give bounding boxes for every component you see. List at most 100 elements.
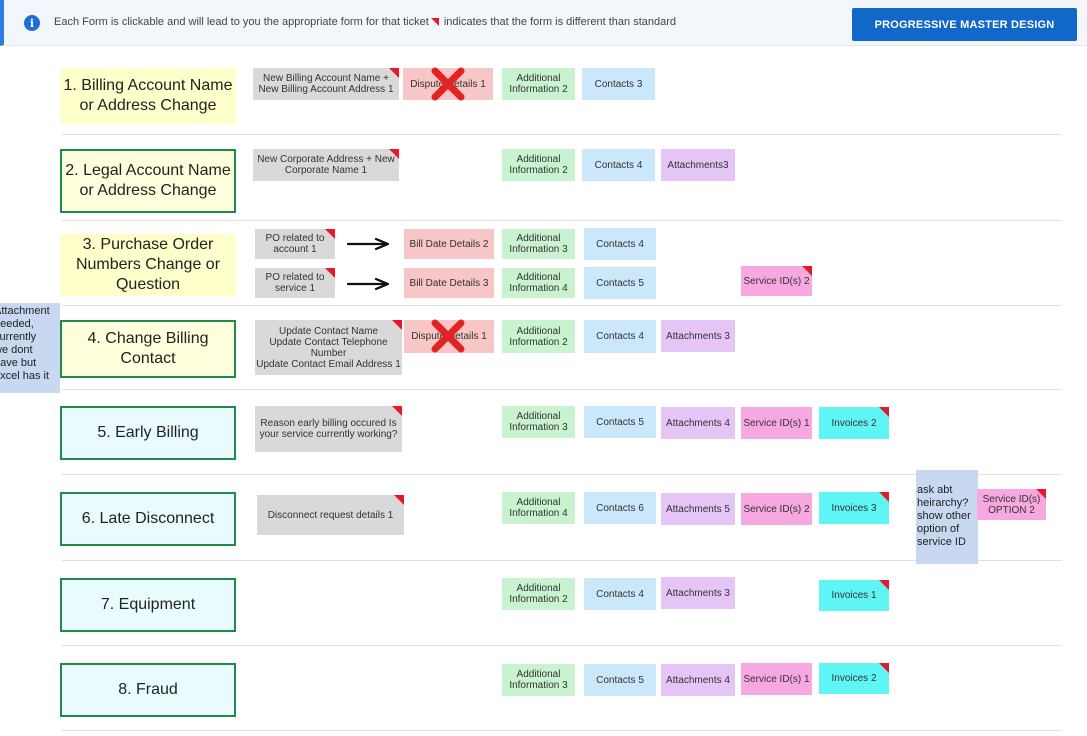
form-attachments[interactable]: Attachments 3 <box>661 320 735 352</box>
form-label: Attachments 3 <box>666 330 730 342</box>
form-invoices[interactable]: Invoices 2 <box>819 407 889 439</box>
form-reason-early-billing[interactable]: Reason early billing occured Is your ser… <box>255 406 402 452</box>
category-equipment[interactable]: 7. Equipment <box>60 578 236 632</box>
form-contacts[interactable]: Contacts 4 <box>584 578 656 610</box>
form-disconnect-request-details[interactable]: Disconnect request details 1 <box>257 495 404 535</box>
form-bill-date-details[interactable]: Bill Date Details 2 <box>404 229 494 259</box>
form-contacts[interactable]: Contacts 4 <box>582 149 655 181</box>
form-new-billing-account[interactable]: New Billing Account Name + New Billing A… <box>253 68 399 100</box>
form-bill-date-details[interactable]: Bill Date Details 3 <box>404 268 494 298</box>
red-flag-icon <box>394 495 404 505</box>
form-additional-information[interactable]: Additional Information 2 <box>502 578 575 610</box>
red-flag-icon <box>392 406 402 416</box>
form-invoices[interactable]: Invoices 1 <box>819 580 889 611</box>
form-contacts[interactable]: Contacts 3 <box>582 68 655 100</box>
form-invoices[interactable]: Invoices 2 <box>819 663 889 694</box>
form-label: Reason early billing occured Is your ser… <box>259 418 398 440</box>
row-divider <box>62 645 1062 646</box>
form-attachments[interactable]: Attachments 4 <box>661 407 735 439</box>
form-service-ids[interactable]: Service ID(s) 1 <box>741 663 812 695</box>
form-label: Contacts 4 <box>594 159 643 171</box>
info-banner: i Each Form is clickable and will lead t… <box>0 0 1087 46</box>
form-additional-information[interactable]: Additional Information 3 <box>502 664 575 696</box>
side-note-line: currently <box>0 331 37 343</box>
form-contacts[interactable]: Contacts 5 <box>584 664 656 696</box>
side-note-line: we dont <box>0 344 33 356</box>
form-service-ids[interactable]: Service ID(s) 2 <box>741 493 812 525</box>
red-flag-icon <box>325 229 335 239</box>
category-late-disconnect[interactable]: 6. Late Disconnect <box>60 492 236 546</box>
form-label: Additional Information 4 <box>509 497 568 519</box>
form-attachments[interactable]: Attachments 4 <box>661 664 735 696</box>
form-label: Additional Information 2 <box>509 154 568 176</box>
form-contacts[interactable]: Contacts 4 <box>584 228 656 260</box>
side-note-line: Attachment <box>0 305 50 317</box>
form-label: Contacts 5 <box>596 416 644 428</box>
form-label: Contacts 4 <box>596 238 644 250</box>
form-contacts[interactable]: Contacts 4 <box>584 320 656 353</box>
banner-text-start: Each Form is clickable and will lead to … <box>54 16 429 28</box>
form-additional-information[interactable]: Additional Information 3 <box>502 229 575 259</box>
category-change-billing-contact[interactable]: 4. Change Billing Contact <box>60 320 236 378</box>
form-label: Service ID(s) 2 <box>743 503 810 515</box>
form-new-corporate-address[interactable]: New Corporate Address + New Corporate Na… <box>253 149 399 181</box>
form-attachments[interactable]: Attachments3 <box>661 149 735 181</box>
form-label: Bill Date Details 2 <box>409 238 489 250</box>
red-flag-icon <box>430 18 439 27</box>
form-contacts[interactable]: Contacts 5 <box>584 267 656 299</box>
row-divider <box>62 389 1062 390</box>
form-additional-information[interactable]: Additional Information 3 <box>502 406 575 438</box>
form-additional-information[interactable]: Additional Information 2 <box>502 68 575 100</box>
form-label: PO related to account 1 <box>265 233 325 255</box>
arrow-right-icon <box>346 237 390 251</box>
form-attachments[interactable]: Attachments 3 <box>661 577 735 609</box>
form-label: Service ID(s) OPTION 2 <box>982 493 1041 516</box>
form-label: Attachments3 <box>667 159 729 171</box>
category-billing-account-name[interactable]: 1. Billing Account Name or Address Chang… <box>60 68 236 124</box>
form-label: New Corporate Address + New Corporate Na… <box>257 154 395 176</box>
red-flag-icon <box>389 68 399 78</box>
form-label: Additional Information 2 <box>509 325 568 348</box>
form-po-related-to-account[interactable]: PO related to account 1 <box>255 229 335 259</box>
form-label: Additional Information 3 <box>509 411 568 433</box>
form-contacts[interactable]: Contacts 6 <box>584 492 656 524</box>
form-label: Attachments 4 <box>666 417 730 429</box>
category-purchase-order[interactable]: 3. Purchase Order Numbers Change or Ques… <box>60 234 236 296</box>
form-label: Attachments 3 <box>666 587 730 599</box>
form-label: Additional Information 3 <box>509 669 568 691</box>
form-label-line: Update Contact Email Address 1 <box>256 358 401 370</box>
row-divider <box>62 220 1062 221</box>
form-po-related-to-service[interactable]: PO related to service 1 <box>255 268 335 298</box>
progressive-master-design-button[interactable]: PROGRESSIVE MASTER DESIGN <box>852 8 1077 41</box>
form-label: Contacts 4 <box>596 331 644 342</box>
category-fraud[interactable]: 8. Fraud <box>60 663 236 717</box>
form-attachments[interactable]: Attachments 5 <box>661 493 735 525</box>
sticky-note-ask-hierarchy: ask abt heirarchy? show other option of … <box>916 470 978 564</box>
form-label: Invoices 1 <box>831 590 877 601</box>
form-label: Contacts 5 <box>596 277 644 289</box>
category-early-billing[interactable]: 5. Early Billing <box>60 406 236 460</box>
form-service-ids[interactable]: Service ID(s) 1 <box>741 407 812 439</box>
form-label: Contacts 4 <box>596 588 644 600</box>
form-label: Bill Date Details 3 <box>409 277 489 289</box>
category-legal-account-name[interactable]: 2. Legal Account Name or Address Change <box>60 149 236 213</box>
form-service-ids-option-2[interactable]: Service ID(s) OPTION 2 <box>977 489 1046 520</box>
side-sticky-note: Attachment needed, currently we dont hav… <box>0 303 60 393</box>
form-contacts[interactable]: Contacts 5 <box>584 406 656 438</box>
form-additional-information[interactable]: Additional Information 4 <box>502 492 575 524</box>
form-additional-information[interactable]: Additional Information 2 <box>502 149 575 181</box>
form-label: New Billing Account Name + New Billing A… <box>258 73 394 95</box>
form-label: Invoices 2 <box>831 673 877 684</box>
form-additional-information[interactable]: Additional Information 2 <box>502 320 575 353</box>
x-mark-icon <box>431 67 465 101</box>
red-flag-icon <box>802 266 812 276</box>
row-divider <box>62 134 1062 135</box>
row-divider <box>62 730 1062 731</box>
form-additional-information[interactable]: Additional Information 4 <box>502 268 575 298</box>
form-service-ids[interactable]: Service ID(s) 2 <box>741 266 812 296</box>
form-invoices[interactable]: Invoices 3 <box>819 492 889 524</box>
form-label: Service ID(s) 1 <box>743 673 810 685</box>
form-label: Additional Information 2 <box>509 583 568 605</box>
form-label: Service ID(s) 1 <box>743 417 810 429</box>
